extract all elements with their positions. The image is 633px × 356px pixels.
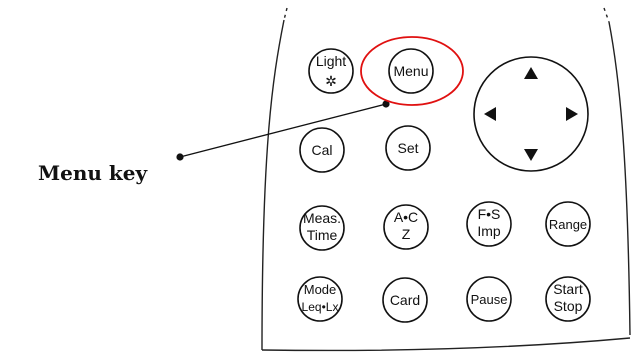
callout-dot-key [382,100,390,108]
triangle-left-icon[interactable] [484,107,496,121]
set-key[interactable]: Set [385,125,431,171]
mode-key-line1: Mode [304,282,337,297]
start-stop-key[interactable]: Start Stop [545,276,591,322]
pause-key[interactable]: Pause [466,276,512,322]
menu-key[interactable]: Menu [360,36,464,106]
meas-time-key-line1: Meas. [303,210,341,226]
card-key[interactable]: Card [382,277,428,323]
direction-pad[interactable] [473,56,589,172]
mode-key[interactable]: Mode Leq•Lx [297,276,343,322]
card-key-label: Card [390,292,420,308]
menu-key-callout-label: Menu key [38,161,148,185]
set-key-label: Set [397,140,418,156]
ac-z-key-line2: Z [402,226,411,242]
start-stop-key-line2: Stop [554,298,583,314]
fs-imp-key[interactable]: F•S Imp [466,201,512,247]
pause-key-label: Pause [471,292,508,307]
menu-key-highlight [360,36,464,106]
ac-z-key-line1: A•C [394,209,418,225]
ac-z-key[interactable]: A•C Z [383,204,429,250]
triangle-right-icon[interactable] [566,107,578,121]
meas-time-key[interactable]: Meas. Time [299,205,345,251]
fs-imp-key-line1: F•S [478,206,501,222]
mode-key-line2: Leq•Lx [302,300,339,314]
range-key[interactable]: Range [545,201,591,247]
cal-key[interactable]: Cal [299,127,345,173]
sun-icon: ✲ [325,73,337,89]
light-key[interactable]: Light ✲ [308,48,354,94]
range-key-label: Range [549,217,587,232]
menu-key-label: Menu [393,63,428,79]
device-outline [261,7,631,352]
fs-imp-key-line2: Imp [477,223,501,239]
start-stop-key-line1: Start [553,281,583,297]
light-key-label: Light [316,53,346,69]
triangle-down-icon[interactable] [524,149,538,161]
callout-leader [176,100,390,161]
triangle-up-icon[interactable] [524,67,538,79]
callout-dot-label [176,153,184,161]
cal-key-label: Cal [311,142,332,158]
meas-time-key-line2: Time [307,227,338,243]
